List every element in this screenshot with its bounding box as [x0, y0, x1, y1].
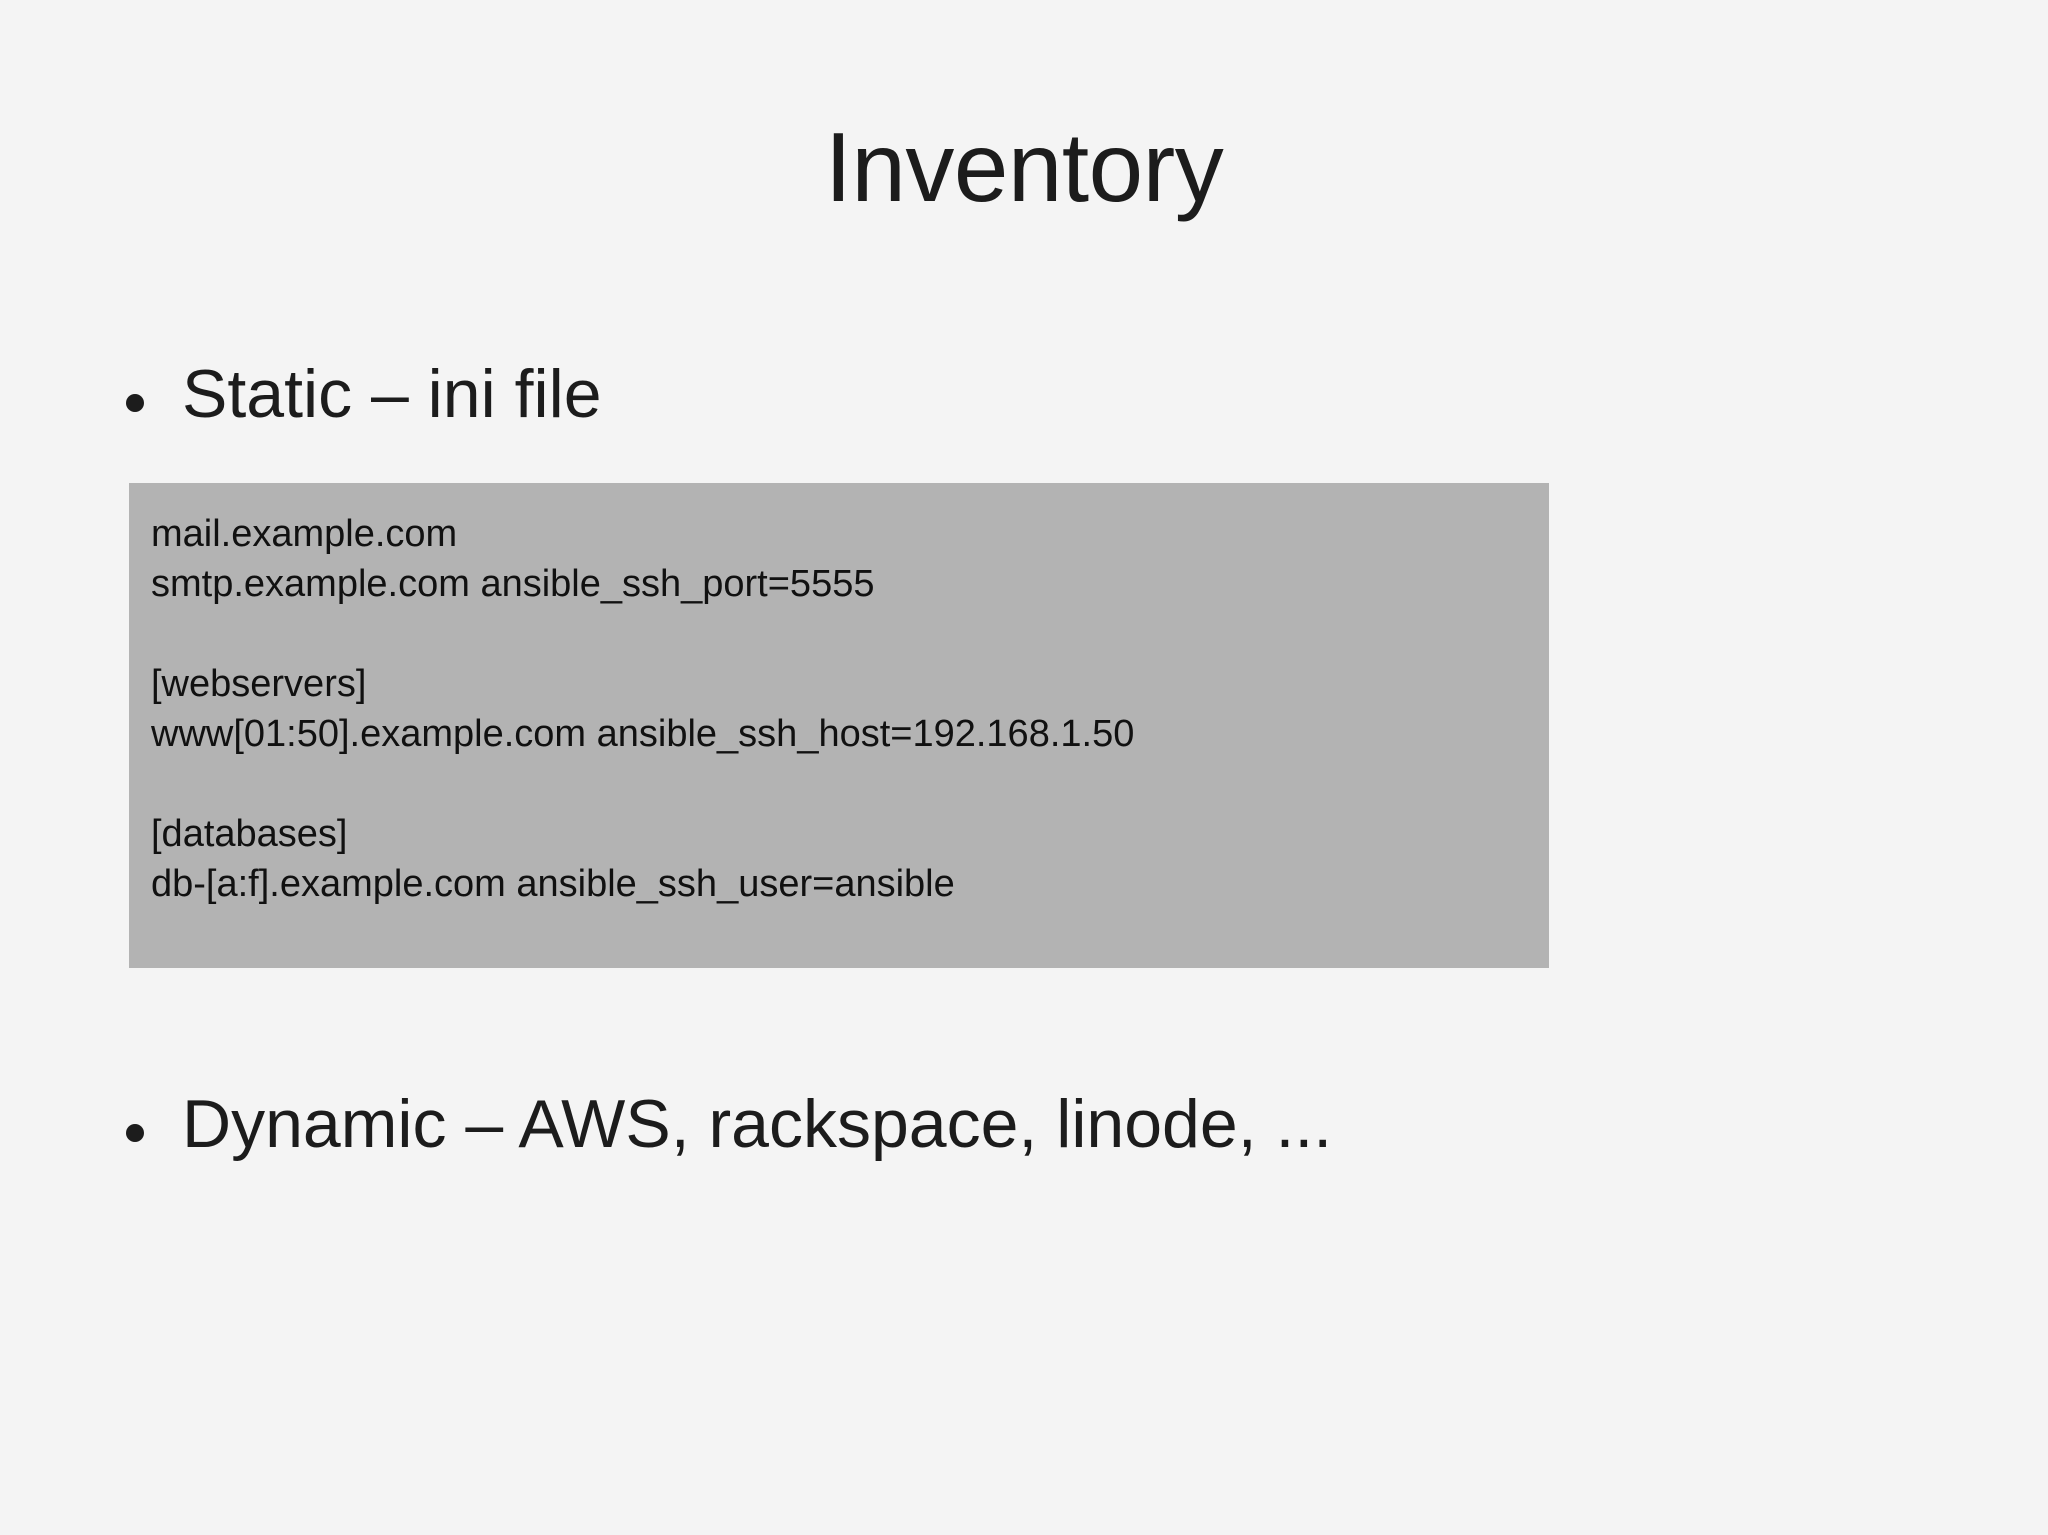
code-line: smtp.example.com ansible_ssh_port=5555 — [151, 563, 875, 605]
code-block-ini-inventory: mail.example.com smtp.example.com ansibl… — [129, 483, 1549, 968]
bullet-dot-icon — [126, 394, 144, 412]
code-line: [databases] — [151, 813, 348, 855]
page-title: Inventory — [824, 112, 1224, 222]
code-line: www[01:50].example.com ansible_ssh_host=… — [151, 713, 1135, 755]
bullet-dot-icon — [126, 1124, 144, 1142]
code-line: [webservers] — [151, 663, 367, 705]
code-line: db-[a:f].example.com ansible_ssh_user=an… — [151, 863, 955, 905]
list-item: Dynamic – AWS, rackspace, linode, ... — [126, 1086, 1333, 1162]
bullet-label-static: Static – ini file — [182, 356, 602, 432]
bullet-label-dynamic: Dynamic – AWS, rackspace, linode, ... — [182, 1086, 1333, 1162]
code-line: mail.example.com — [151, 513, 458, 555]
code-line-blank — [151, 759, 1549, 809]
list-item: Static – ini file — [126, 356, 602, 432]
code-line-blank — [151, 609, 1549, 659]
